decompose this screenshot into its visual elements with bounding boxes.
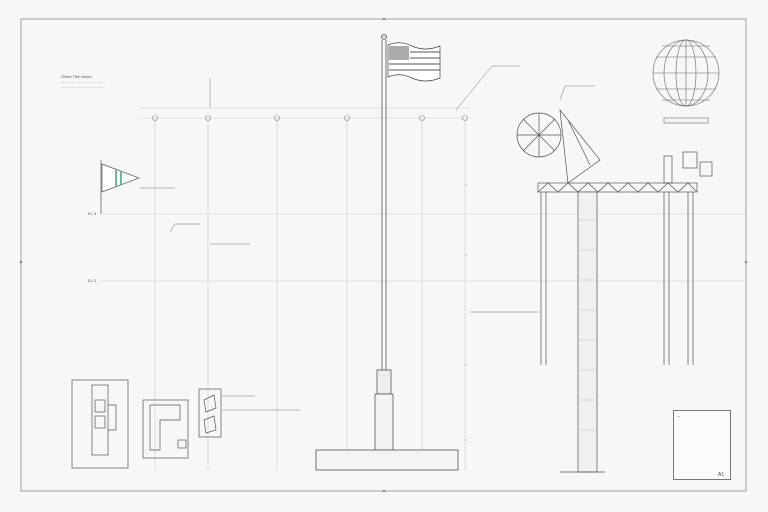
title-block: ... A1 <box>673 410 731 480</box>
detail-view-fitting <box>71 379 129 469</box>
title-block-sheet-number: A1 <box>718 472 725 478</box>
dimension-ticks <box>465 184 467 441</box>
border-tick-marks <box>19 17 748 493</box>
sheet-notes: Sheet Title Notes ......................… <box>61 74 105 89</box>
level-label-lower: EL.2 <box>88 278 97 283</box>
globe-icon <box>652 39 720 124</box>
leader-lines <box>140 65 595 411</box>
detail-view-bracket <box>142 399 189 459</box>
sheet-notes-line: ........................................ <box>61 84 106 89</box>
sheet-notes-line: ........................................ <box>61 79 106 84</box>
pennant-icon <box>100 160 140 214</box>
flagpole <box>315 34 459 471</box>
grid-markers <box>152 115 468 121</box>
sheet-notes-line: Sheet Title Notes <box>61 74 92 79</box>
level-label-upper: EL.3 <box>88 211 97 216</box>
grid-lines <box>100 107 745 470</box>
truss-icon <box>516 108 713 473</box>
detail-view-clamp <box>198 388 222 438</box>
title-block-title: ... <box>677 413 681 418</box>
flag-icon <box>387 42 441 82</box>
